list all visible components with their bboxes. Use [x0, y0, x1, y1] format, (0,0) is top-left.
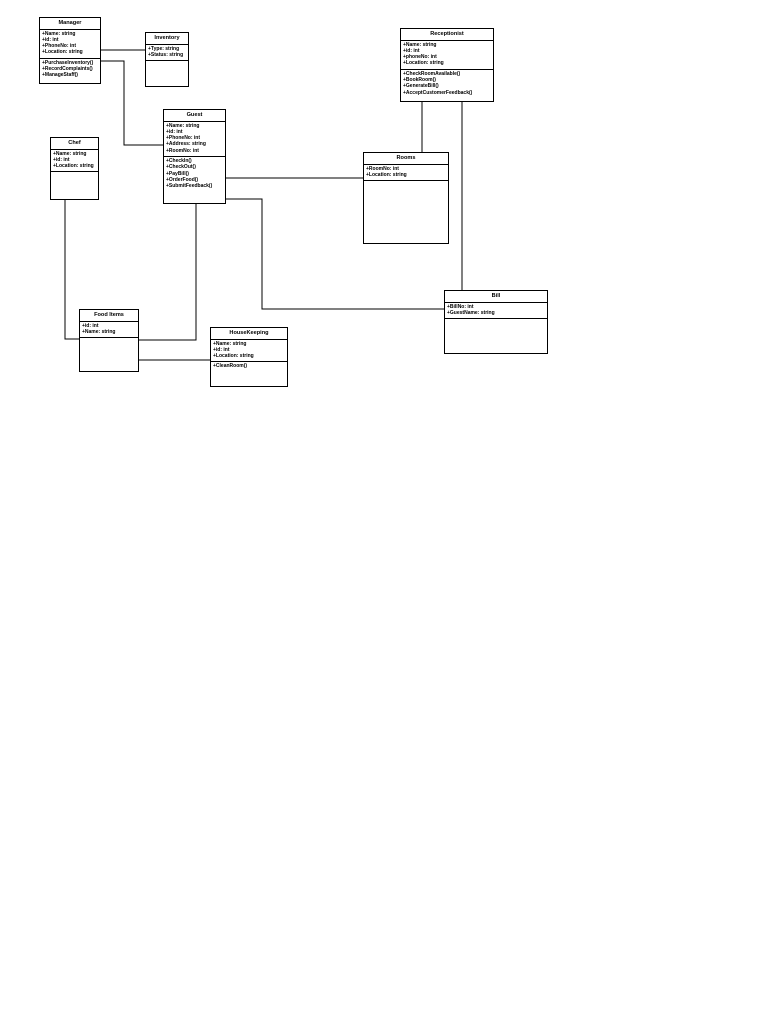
attribute: +RoomNo: int [366, 165, 399, 172]
operations-section [51, 172, 98, 174]
attribute: +Location: string [366, 171, 407, 178]
attribute: +Name: string [53, 150, 87, 157]
class-title: Inventory [146, 33, 188, 45]
connector-guest-fooditems [138, 204, 197, 341]
attribute: +Name: string [82, 328, 116, 335]
operations-section: +PurchaseInventory() +RecordComplaints()… [40, 59, 100, 80]
attribute: +Type: string [148, 45, 180, 52]
operations-section: +CleanRoom() [211, 362, 287, 370]
operation: +SubmitFeedback() [166, 183, 213, 190]
operation: +CheckOut() [166, 164, 196, 171]
attributes-section: +Name: string +id: int +PhoneNo: int +Lo… [40, 30, 100, 59]
class-food-items[interactable]: Food Items +id: int +Name: string [79, 309, 139, 372]
attribute: +id: int [403, 47, 420, 54]
attribute: +BillNo: int [447, 303, 474, 310]
attribute: +GuestName: string [447, 309, 495, 316]
attribute: +Location: string [213, 353, 254, 360]
attribute: +Location: string [53, 163, 94, 170]
attributes-section: +Name: string +id: int +PhoneNo: int +Ad… [164, 122, 225, 157]
attribute: +Location: string [403, 60, 444, 67]
attributes-section: +id: int +Name: string [80, 322, 138, 339]
class-title: Chef [51, 138, 98, 150]
attributes-section: +Name: string +id: int +Location: string [211, 340, 287, 363]
class-title: Receptionist [401, 29, 493, 41]
class-title: Manager [40, 18, 100, 30]
class-guest[interactable]: Guest +Name: string +id: int +PhoneNo: i… [163, 109, 226, 204]
operation: +CheckRoomAvailable() [403, 70, 461, 77]
attributes-section: +Type: string +Status: string [146, 45, 188, 62]
attribute: +Name: string [403, 41, 437, 48]
attributes-section: +RoomNo: int +Location: string [364, 165, 448, 182]
attribute: +Name: string [166, 122, 200, 129]
operation: +GenerateBill() [403, 83, 439, 90]
class-rooms[interactable]: Rooms +RoomNo: int +Location: string [363, 152, 449, 244]
attributes-section: +Name: string +id: int +Location: string [51, 150, 98, 173]
operations-section [146, 61, 188, 63]
attribute: +Location: string [42, 49, 83, 56]
operation: +RecordComplaints() [42, 65, 93, 72]
class-inventory[interactable]: Inventory +Type: string +Status: string [145, 32, 189, 87]
attribute: +id: int [82, 322, 99, 329]
attribute: +PhoneNo: int [42, 43, 77, 50]
connector-chef-fooditems [64, 200, 80, 340]
class-housekeeping[interactable]: HouseKeeping +Name: string +id: int +Loc… [210, 327, 288, 387]
attribute: +Address: string [166, 141, 206, 148]
attribute: +id: int [53, 156, 70, 163]
attribute: +id: int [166, 128, 183, 135]
attribute: +phoneNo: int [403, 54, 437, 61]
operation: +OrderFood() [166, 176, 199, 183]
operations-section [80, 338, 138, 340]
class-bill[interactable]: Bill +BillNo: int +GuestName: string [444, 290, 548, 354]
operation: +PayBill() [166, 170, 189, 177]
operations-section: +CheckRoomAvailable() +BookRoom() +Gener… [401, 70, 493, 97]
class-manager[interactable]: Manager +Name: string +id: int +PhoneNo:… [39, 17, 101, 84]
class-title: Rooms [364, 153, 448, 165]
attribute: +Name: string [213, 340, 247, 347]
operations-section: +CheckIn() +CheckOut() +PayBill() +Order… [164, 157, 225, 190]
connector-guest-bill [226, 198, 445, 310]
connector-manager-guest [100, 60, 164, 146]
attribute: +id: int [42, 36, 59, 43]
class-title: Bill [445, 291, 547, 303]
operation: +ManageStaff() [42, 72, 78, 79]
operations-section [364, 181, 448, 183]
attribute: +PhoneNo: int [166, 135, 201, 142]
operation: +CheckIn() [166, 157, 192, 164]
operation: +CleanRoom() [213, 363, 248, 370]
attribute: +id: int [213, 346, 230, 353]
operation: +PurchaseInventory() [42, 59, 94, 66]
operation: +AcceptCustomerFeedback() [403, 89, 473, 96]
attributes-section: +BillNo: int +GuestName: string [445, 303, 547, 320]
class-chef[interactable]: Chef +Name: string +id: int +Location: s… [50, 137, 99, 200]
attribute: +Status: string [148, 51, 184, 58]
operation: +BookRoom() [403, 76, 436, 83]
class-receptionist[interactable]: Receptionist +Name: string +id: int +pho… [400, 28, 494, 102]
attributes-section: +Name: string +id: int +phoneNo: int +Lo… [401, 41, 493, 70]
operations-section [445, 319, 547, 321]
class-title: Guest [164, 110, 225, 122]
class-title: Food Items [80, 310, 138, 322]
attribute: +RoomNo: int [166, 147, 199, 154]
attribute: +Name: string [42, 30, 76, 37]
class-title: HouseKeeping [211, 328, 287, 340]
